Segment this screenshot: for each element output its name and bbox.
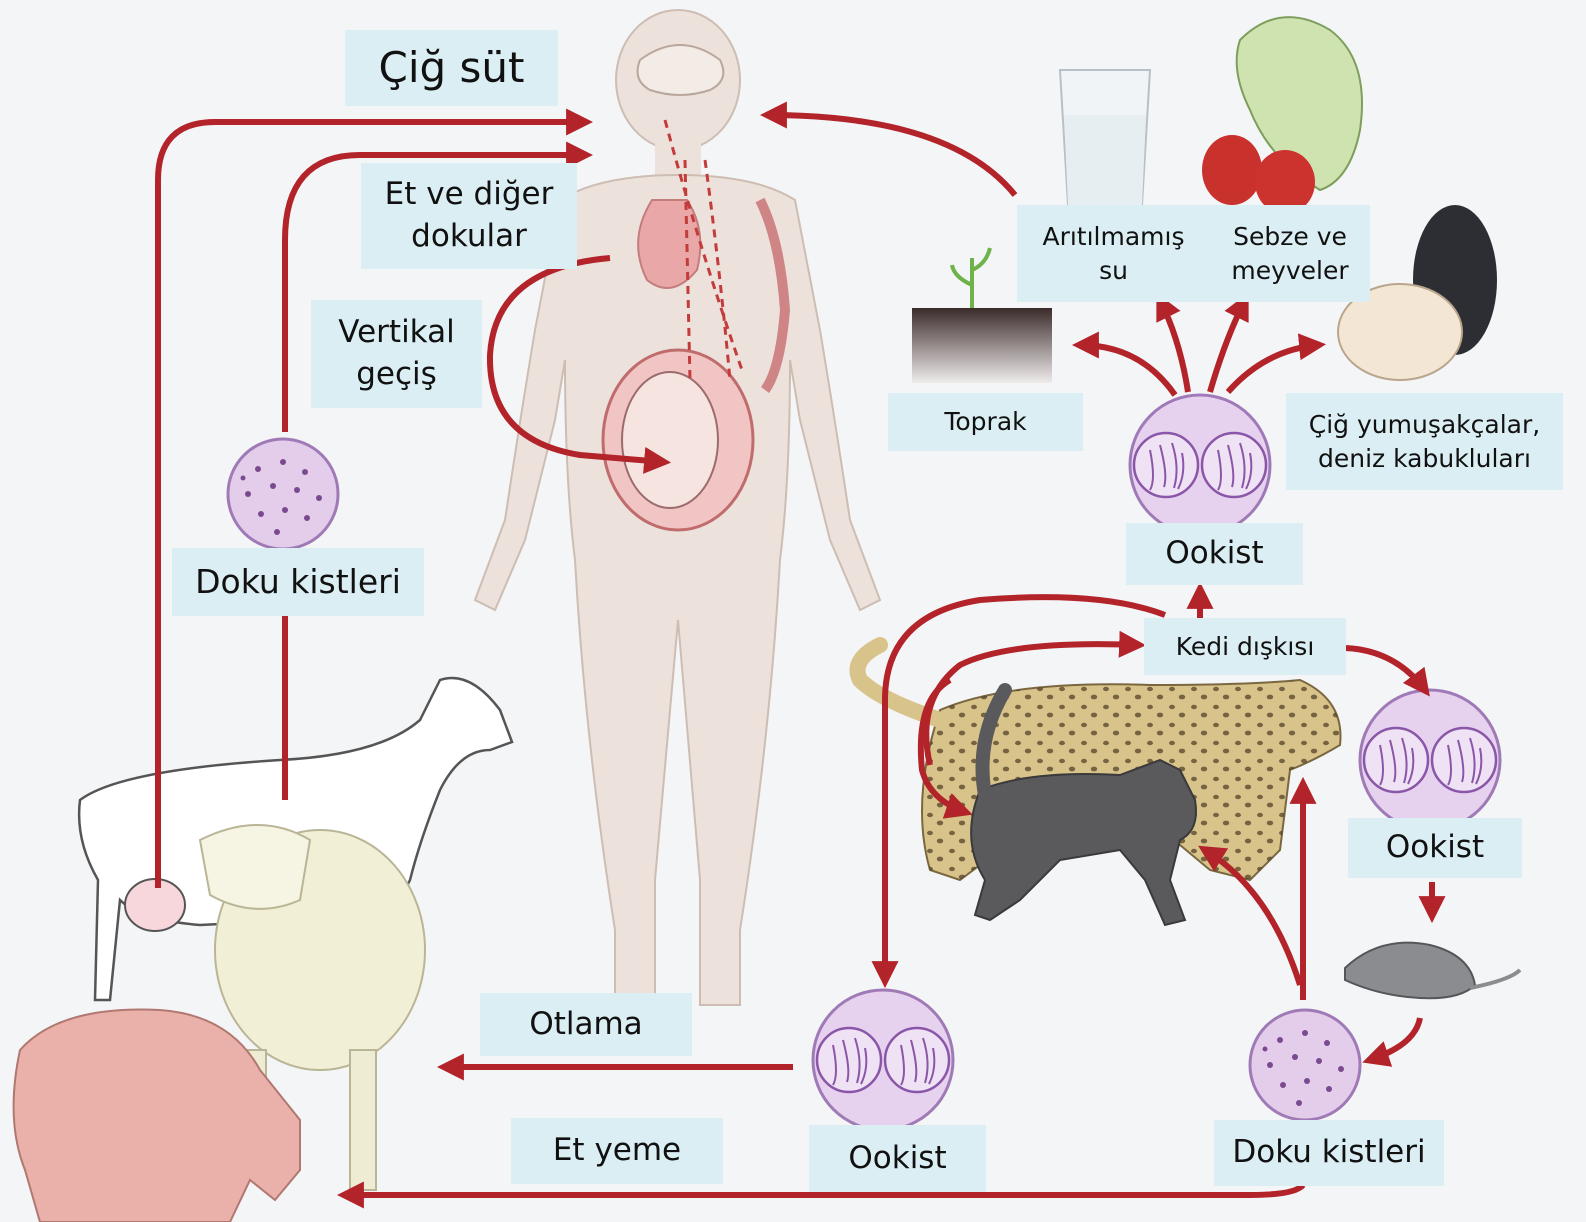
label-veg-line1: Sebze ve [1231,220,1348,254]
tissue-cyst-right-icon [1250,1010,1360,1120]
oocyst-right-icon [1360,690,1500,830]
label-tissue-cysts-left: Doku kistleri [172,548,424,616]
arrow-to-soil [1080,345,1175,395]
label-water-line2: su [1042,254,1184,288]
oocyst-bottom-icon [813,990,953,1130]
label-raw-milk-text: Çiğ süt [379,40,525,97]
label-oocyst-top: Ookist [1126,523,1303,585]
label-oocyst-top-text: Ookist [1165,533,1263,575]
label-meat-tissues-line2: dokular [385,216,554,258]
label-veg-line2: meyveler [1231,254,1348,288]
vegetables-fruits [1202,17,1362,214]
label-oocyst-right: Ookist [1348,818,1522,878]
label-meat-tissues-line1: Et ve diğer [385,174,554,216]
label-soil: Toprak [888,393,1083,451]
label-meat-eating-text: Et yeme [553,1130,681,1172]
label-tissue-cysts-left-text: Doku kistleri [195,560,401,605]
arrow-feces-to-oocyst-right [1345,648,1425,690]
label-grazing: Otlama [480,993,692,1056]
label-oocyst-bottom-text: Ookist [848,1138,946,1180]
label-raw-milk: Çiğ süt [345,30,558,106]
label-raw-shellfish: Çiğ yumuşakçalar,deniz kabukluları [1286,393,1563,490]
label-tissue-cysts-right: Doku kistleri [1214,1120,1444,1186]
arrow-to-shellfish [1228,345,1318,392]
label-cat-feces-text: Kedi dışkısı [1176,630,1315,664]
label-shellfish-line1: Çiğ yumuşakçalar, [1309,408,1540,442]
label-meat-eating: Et yeme [511,1118,723,1184]
label-oocyst-bottom: Ookist [809,1125,986,1192]
human-figure [475,10,880,1005]
tissue-cyst-left-icon [228,439,338,549]
label-vertical-line2: geçiş [338,354,454,396]
label-grazing-text: Otlama [529,1004,642,1046]
arrow-environment-to-human [768,115,1015,195]
water-glass [1060,70,1150,205]
label-tissue-cysts-right-text: Doku kistleri [1232,1132,1425,1174]
label-vertical-line1: Vertikal [338,312,454,354]
label-soil-text: Toprak [944,405,1026,439]
label-cat-feces: Kedi dışkısı [1144,618,1346,675]
mouse [1345,943,1520,999]
arrow-mouse-to-cyst [1370,1018,1420,1060]
label-shellfish-line2: deniz kabukluları [1309,442,1540,476]
label-oocyst-right-text: Ookist [1386,827,1484,869]
label-water-line1: Arıtılmamış [1042,220,1184,254]
oocyst-top-icon [1130,395,1270,535]
